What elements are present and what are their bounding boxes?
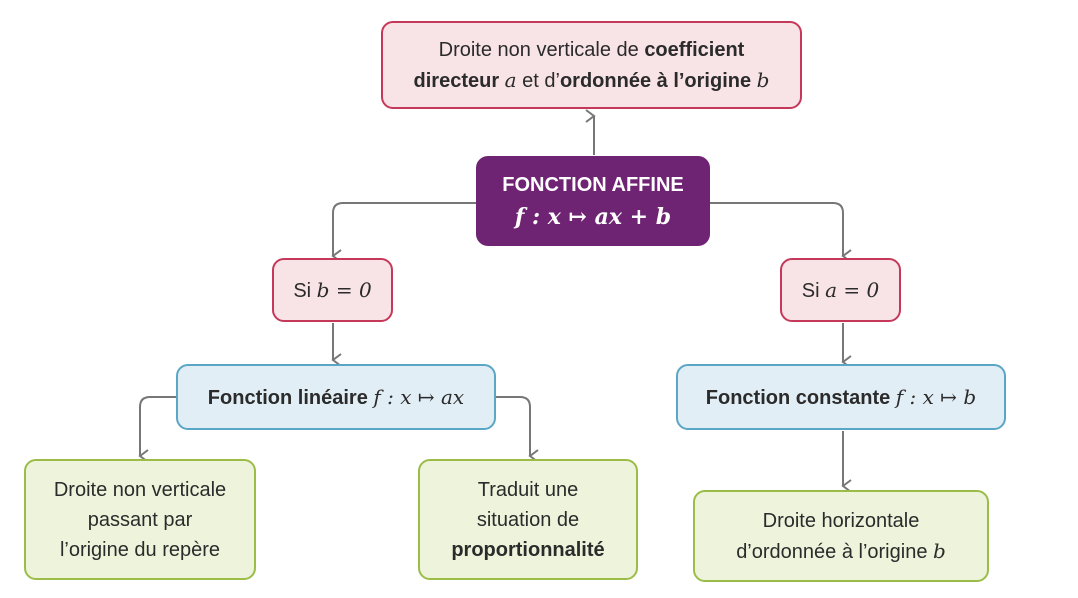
top-box-bold-ordonnee: ordonnée à l’origine: [559, 69, 752, 92]
arrow-to-cond-right: [710, 202, 852, 263]
linear-box-formula: f : x ↦ ax: [373, 384, 465, 409]
constant-box: Fonction constante f : x ↦ b: [676, 364, 1006, 430]
top-box-bold-directeur: directeur: [413, 69, 500, 92]
leaf-right-line-2: d’ordonnée à l’origine: [736, 540, 933, 563]
leaf-left-line-2: passant par: [87, 508, 193, 531]
leaf-right-var-b: b: [933, 538, 946, 563]
cond-right-formula: a = 0: [825, 277, 880, 302]
leaf-left-line-1: Droite non verticale: [53, 478, 227, 501]
center-box-formula: f : x ↦ ax + b: [514, 204, 672, 230]
leaf-middle-line-3: proportionnalité: [451, 538, 605, 561]
arrow-to-cond-left: [331, 202, 476, 263]
top-box-bold-coefficient: coefficient: [644, 38, 745, 61]
top-box: Droite non verticale de coefficient dire…: [381, 21, 802, 109]
cond-left-formula: b = 0: [316, 277, 372, 302]
leaf-left-line-3: l’origine du repère: [59, 538, 221, 561]
leaf-middle-line-2: situation de: [476, 508, 580, 531]
constant-box-label: Fonction constante: [705, 386, 891, 409]
leaf-middle-box: Traduit une situation de proportionnalit…: [418, 459, 638, 580]
cond-left-prefix: Si: [293, 279, 317, 302]
top-box-text-2: et d’: [516, 69, 560, 92]
cond-right-prefix: Si: [801, 279, 826, 302]
top-box-text: Droite non verticale de: [438, 38, 645, 61]
center-box-title: FONCTION AFFINE: [502, 174, 684, 196]
arrow-to-leaf-middle: [496, 396, 539, 463]
leaf-right-line-1: Droite horizontale: [762, 509, 920, 532]
cond-left-box: Si b = 0: [272, 258, 393, 322]
arrow-to-leaf-left: [138, 396, 176, 463]
constant-box-formula: f : x ↦ b: [895, 384, 977, 409]
leaf-right-box: Droite horizontale d’ordonnée à l’origin…: [693, 490, 989, 582]
leaf-left-box: Droite non verticale passant par l’origi…: [24, 459, 256, 580]
center-box: FONCTION AFFINE f : x ↦ ax + b: [476, 156, 710, 246]
leaf-middle-line-1: Traduit une: [477, 478, 579, 501]
linear-box: Fonction linéaire f : x ↦ ax: [176, 364, 496, 430]
top-box-var-b: b: [756, 67, 770, 92]
top-box-var-a: a: [504, 67, 517, 92]
cond-right-box: Si a = 0: [780, 258, 901, 322]
linear-box-label: Fonction linéaire: [207, 386, 368, 409]
